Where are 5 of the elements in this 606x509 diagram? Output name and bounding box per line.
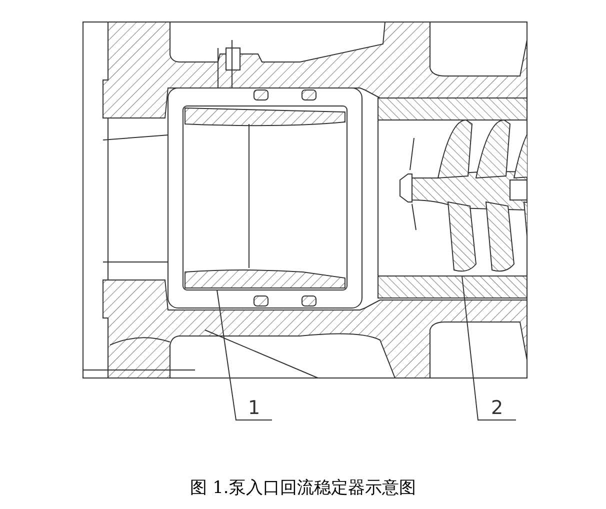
callout-number: 2	[490, 399, 504, 420]
leader-line	[462, 276, 516, 420]
figure-caption: 图 1.泵入口回流稳定器示意图	[189, 477, 417, 499]
leader-line	[216, 290, 272, 420]
callout-number: 1	[248, 399, 260, 420]
